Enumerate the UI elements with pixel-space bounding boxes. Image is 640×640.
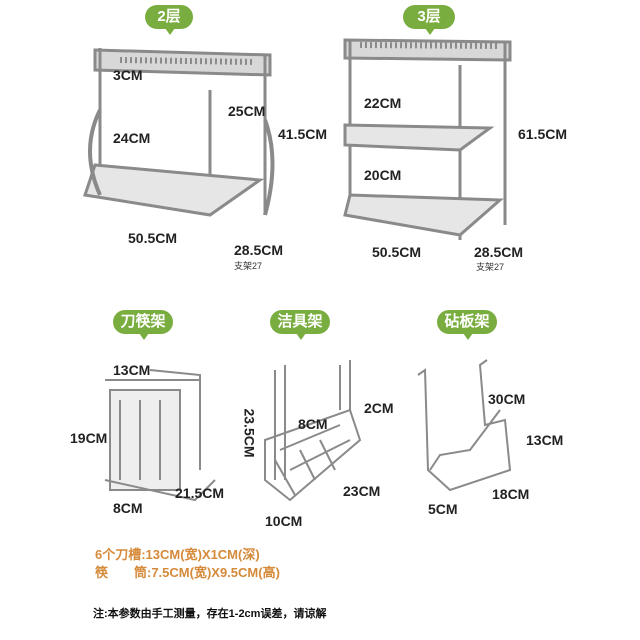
dim-gap-top-3: 22CM <box>364 95 402 111</box>
dim-knife-width: 13CM <box>113 362 151 378</box>
dim-clean-lip: 2CM <box>364 400 394 416</box>
dim-height-2: 41.5CM <box>278 126 328 142</box>
dim-clean-width: 10CM <box>265 513 303 529</box>
dim-clean-inner: 8CM <box>298 416 328 432</box>
tag-three-tier: 3层 <box>403 5 455 35</box>
footer-disclaimer: 注:本参数由手工测量，存在1-2cm误差，请谅解 <box>93 608 327 620</box>
tag-board-rack: 砧板架 <box>437 310 497 340</box>
dim-width-3: 50.5CM <box>372 244 422 260</box>
dim-board-length: 18CM <box>492 486 530 502</box>
dim-board-width: 5CM <box>428 501 458 517</box>
dim-top-gap: 3CM <box>113 67 143 83</box>
dim-width-2: 50.5CM <box>128 230 178 246</box>
dim-depth-3: 28.5CM <box>474 244 524 260</box>
dim-clean-length: 23CM <box>343 483 381 499</box>
cleaning-rack-drawing <box>264 360 362 502</box>
knife-rack-drawing <box>104 369 216 502</box>
dim-gap-bottom-3: 20CM <box>364 167 402 183</box>
two-tier-rack-drawing <box>83 48 275 217</box>
dim-knife-length: 21.5CM <box>175 485 225 501</box>
dim-height-3: 61.5CM <box>518 126 568 142</box>
dim-board-height: 30CM <box>488 391 526 407</box>
note-chopstick-holder: 筷 筒:7.5CM(宽)X9.5CM(高) <box>95 565 280 580</box>
note-knife-slots: 6个刀槽:13CM(宽)X1CM(深) <box>95 547 260 562</box>
dim-knife-depth: 8CM <box>113 500 143 516</box>
board-rack-drawing <box>417 359 512 492</box>
tag-two-tier: 2层 <box>145 5 193 35</box>
dim-board-step: 13CM <box>526 432 564 448</box>
bracket-2: 支架27 <box>234 261 263 271</box>
bracket-3: 支架27 <box>476 262 505 272</box>
dim-tier-gap: 24CM <box>113 130 151 146</box>
tag-knife-rack: 刀筷架 <box>113 310 173 340</box>
dim-clean-height: 23.5CM <box>241 408 258 458</box>
tag-cleaning-rack: 洁具架 <box>270 310 330 340</box>
three-tier-rack-drawing <box>343 38 512 240</box>
dim-knife-height: 19CM <box>70 430 108 446</box>
dim-depth-top: 25CM <box>228 103 266 119</box>
dim-depth-2: 28.5CM <box>234 242 284 258</box>
